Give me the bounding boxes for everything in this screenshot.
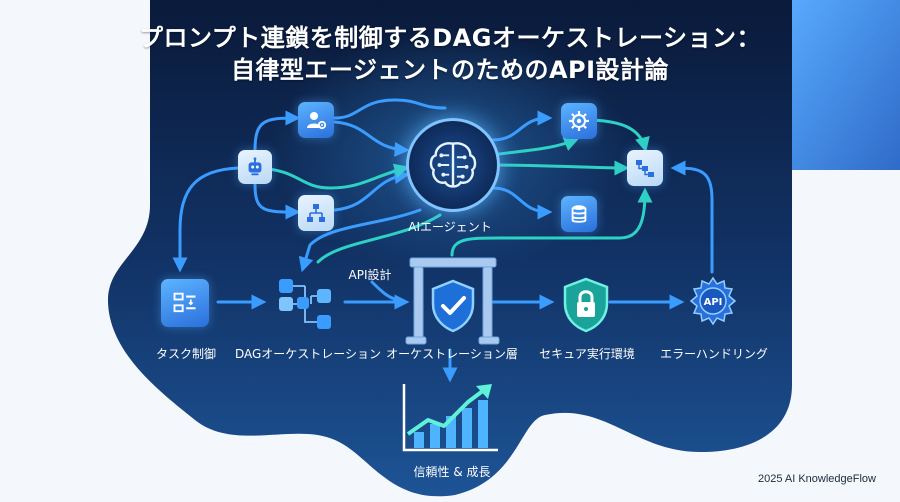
corner-accent [790,0,900,170]
hierarchy-icon [307,204,325,222]
secure-env-node[interactable] [560,276,612,334]
api-badge-text: API [704,297,723,308]
label-trust-growth: 信頼性 & 成長 [413,465,491,479]
growth-chart-node [398,380,502,456]
ai-agent-node[interactable] [406,118,500,212]
label-api-design: API設計 [348,268,392,282]
lock-shield-icon [563,277,609,333]
dag-orchestration-node[interactable] [273,276,337,332]
gear-icon [569,111,589,131]
api-gear-icon: API [689,276,737,326]
task-list-icon [173,292,196,313]
dag-nodes-icon [279,279,331,329]
user-gear-icon [307,112,327,130]
gate-structure [405,257,500,345]
user-settings-node[interactable] [298,102,334,138]
label-secure-env: セキュア実行環境 [539,347,635,361]
label-dag-orchestration: DAGオーケストレーション [234,347,382,361]
orchestration-layer-node[interactable] [428,278,478,334]
footer-copyright: 2025 AI KnowledgeFlow [757,473,876,485]
growth-chart-icon [402,384,498,452]
shield-gate-icon [431,279,475,333]
label-ai-agent: AIエージェント [408,220,492,234]
task-control-node[interactable] [161,279,209,327]
brain-circuit-icon [429,142,477,188]
workflow-icon [636,160,654,177]
robot-icon [248,157,262,176]
database-node[interactable] [561,196,597,232]
label-task-control: タスク制御 [155,347,217,361]
error-handling-node[interactable]: API [688,276,738,326]
workflow-node[interactable] [627,150,663,186]
label-error-handling: エラーハンドリング [660,347,768,361]
title-line-2: 自律型エージェントのためのAPI設計論 [230,56,670,84]
database-icon [571,205,587,223]
settings-node[interactable] [561,103,597,139]
label-orchestration-layer: オーケストレーション層 [386,347,518,361]
robot-node[interactable] [238,150,272,184]
title-line-1: プロンプト連鎖を制御するDAGオーケストレーション： [139,24,761,52]
hierarchy-node[interactable] [298,195,334,231]
